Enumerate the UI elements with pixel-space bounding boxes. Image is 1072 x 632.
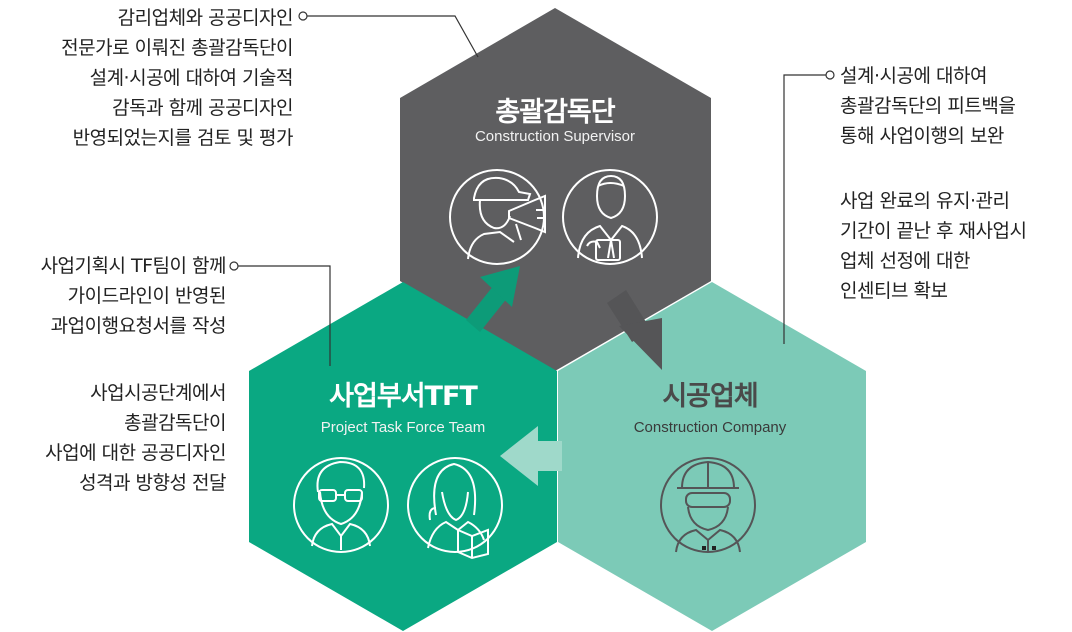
tft-subtitle: Project Task Force Team	[320, 419, 486, 436]
note-tft-direction: 사업시공단계에서 총괄감독단이 사업에 대한 공공디자인 성격과 방향성 전달	[45, 378, 226, 498]
company-subtitle: Construction Company	[633, 419, 787, 436]
supervisor-subtitle: Construction Supervisor	[474, 128, 636, 145]
tft-title: 사업부서TFT	[329, 381, 478, 412]
connectors	[229, 11, 835, 366]
megaphone-worker-icon	[449, 169, 546, 265]
note-line: 감독과 함께 공공디자인	[112, 97, 293, 119]
note-line: 과업이행요청서를 작성	[50, 315, 227, 337]
arrow-supervisor-to-company	[607, 290, 662, 370]
note-line: 가이드라인이 반영된	[67, 285, 227, 307]
note-line: 감리업체와 공공디자인	[117, 7, 294, 29]
note-line: 반영되었는지를 검토 및 평가	[72, 127, 294, 149]
note-line: 성격과 방향성 전달	[79, 472, 226, 494]
man-glasses-icon	[293, 457, 389, 553]
note-line: 전문가로 이뤄진 총괄감독단이	[61, 37, 293, 59]
note-line: 인센티브 확보	[840, 280, 948, 302]
company-title: 시공업체	[662, 381, 758, 412]
arrow-tft-to-supervisor	[466, 266, 520, 332]
note-line: 사업 완료의 유지·관리	[840, 190, 1010, 212]
note-line: 설계·시공에 대하여 기술적	[89, 67, 294, 89]
note-line: 설계·시공에 대하여	[840, 65, 987, 87]
note-tft-planning: 사업기획시 TF팀이 함께 가이드라인이 반영된 과업이행요청서를 작성	[40, 251, 227, 341]
note-company-incentive: 사업 완료의 유지·관리 기간이 끝난 후 재사업시 업체 선정에 대한 인센티…	[840, 186, 1027, 306]
note-line: 총괄감독단이	[124, 412, 226, 434]
supervisor-title: 총괄감독단	[495, 97, 615, 128]
inspector-clipboard-icon	[562, 169, 658, 265]
note-line: 사업에 대한 공공디자인	[45, 442, 226, 464]
note-line: 업체 선정에 대한	[840, 250, 970, 272]
arrow-company-to-tft	[500, 426, 562, 486]
company-hexagon	[558, 282, 866, 631]
note-line: 통해 사업이행의 보완	[840, 125, 1004, 147]
note-supervisor-review: 감리업체와 공공디자인 전문가로 이뤄진 총괄감독단이 설계·시공에 대하여 기…	[61, 3, 293, 153]
woman-book-icon	[407, 457, 503, 560]
note-line: 기간이 끝난 후 재사업시	[840, 220, 1027, 242]
note-line: 사업시공단계에서	[90, 382, 226, 404]
hardhat-worker-icon	[660, 457, 756, 553]
supervisor-hexagon	[400, 8, 711, 371]
note-line: 총괄감독단의 피트백을	[840, 95, 1016, 117]
note-company-feedback: 설계·시공에 대하여 총괄감독단의 피트백을 통해 사업이행의 보완	[840, 61, 1016, 151]
note-line: 사업기획시 TF팀이 함께	[40, 255, 227, 277]
